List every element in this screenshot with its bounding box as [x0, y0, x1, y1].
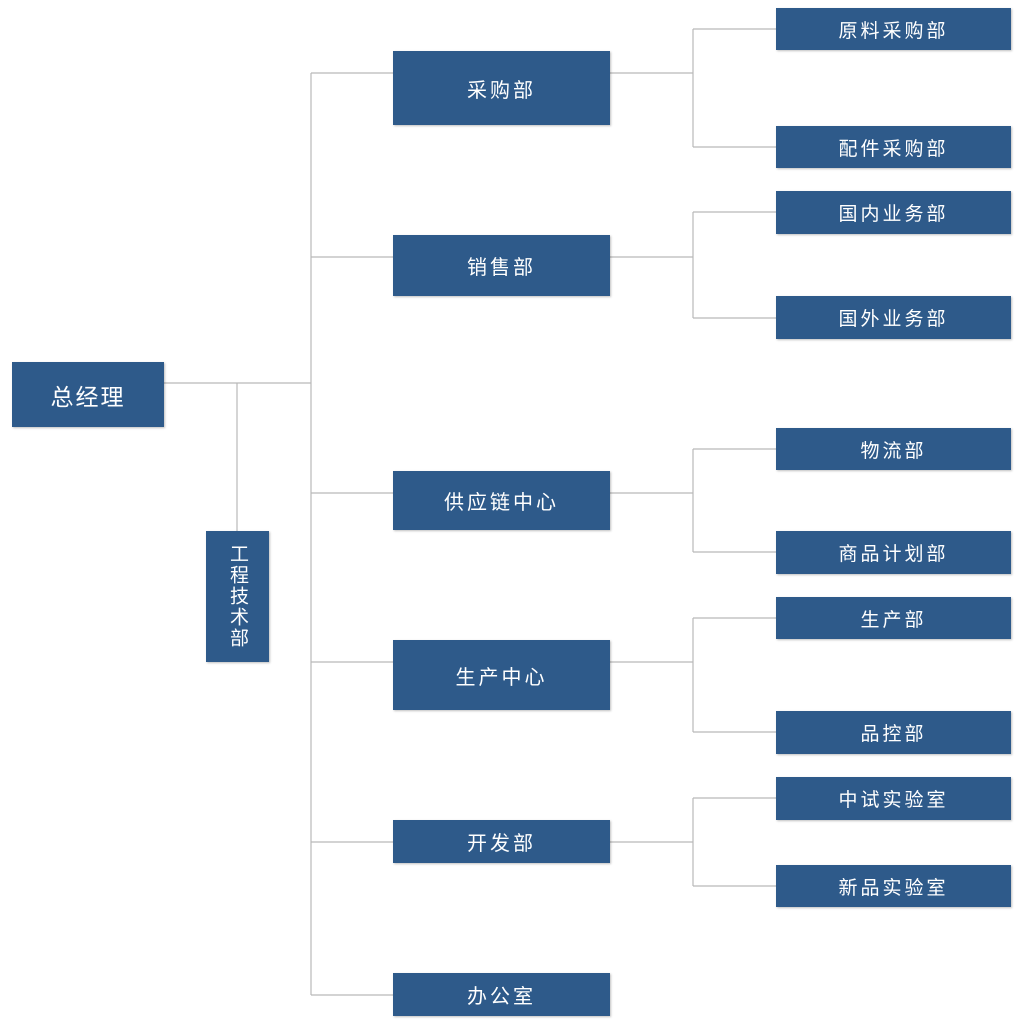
- org-node-label: 国外业务部: [838, 308, 949, 330]
- org-node-supply-chain-center: 供应链中心: [393, 471, 610, 530]
- org-node-production-center: 生产中心: [393, 640, 610, 710]
- org-node-sales: 销售部: [393, 235, 610, 296]
- org-node-production: 生产部: [776, 597, 1011, 639]
- org-node-label: 原料采购部: [838, 19, 949, 42]
- org-node-label: 生产中心: [455, 664, 548, 689]
- org-node-merchandise-planning: 商品计划部: [776, 531, 1011, 574]
- org-node-label: 办公室: [467, 984, 536, 1008]
- org-node-parts-purchasing: 配件采购部: [776, 126, 1011, 168]
- org-node-label: 配件采购部: [838, 137, 949, 160]
- org-node-label: 国内业务部: [838, 203, 949, 225]
- org-node-new-product-lab: 新品实验室: [776, 865, 1011, 907]
- org-node-foreign-business: 国外业务部: [776, 296, 1011, 339]
- org-node-label: 采购部: [467, 77, 536, 102]
- org-node-pilot-test-lab: 中试实验室: [776, 777, 1011, 820]
- org-node-engineering-technology: 工程技术部: [206, 531, 269, 662]
- org-node-label: 工程技术部: [227, 544, 249, 649]
- org-node-raw-material-purchasing: 原料采购部: [776, 8, 1011, 50]
- org-node-domestic-business: 国内业务部: [776, 191, 1011, 234]
- org-node-quality-control: 品控部: [776, 711, 1011, 754]
- org-node-development: 开发部: [393, 820, 610, 863]
- org-node-label: 开发部: [467, 831, 536, 855]
- org-node-label: 总经理: [50, 384, 126, 411]
- org-node-purchasing: 采购部: [393, 51, 610, 125]
- org-node-label: 新品实验室: [838, 876, 949, 899]
- org-node-label: 商品计划部: [838, 543, 949, 565]
- org-node-label: 生产部: [860, 608, 927, 631]
- org-node-label: 供应链中心: [444, 490, 559, 514]
- org-node-label: 品控部: [860, 723, 927, 745]
- org-node-label: 销售部: [467, 255, 536, 279]
- org-node-logistics: 物流部: [776, 428, 1011, 470]
- org-node-office: 办公室: [393, 973, 610, 1016]
- org-node-label: 物流部: [860, 439, 927, 462]
- org-node-general-manager: 总经理: [12, 362, 164, 427]
- org-node-label: 中试实验室: [838, 789, 949, 811]
